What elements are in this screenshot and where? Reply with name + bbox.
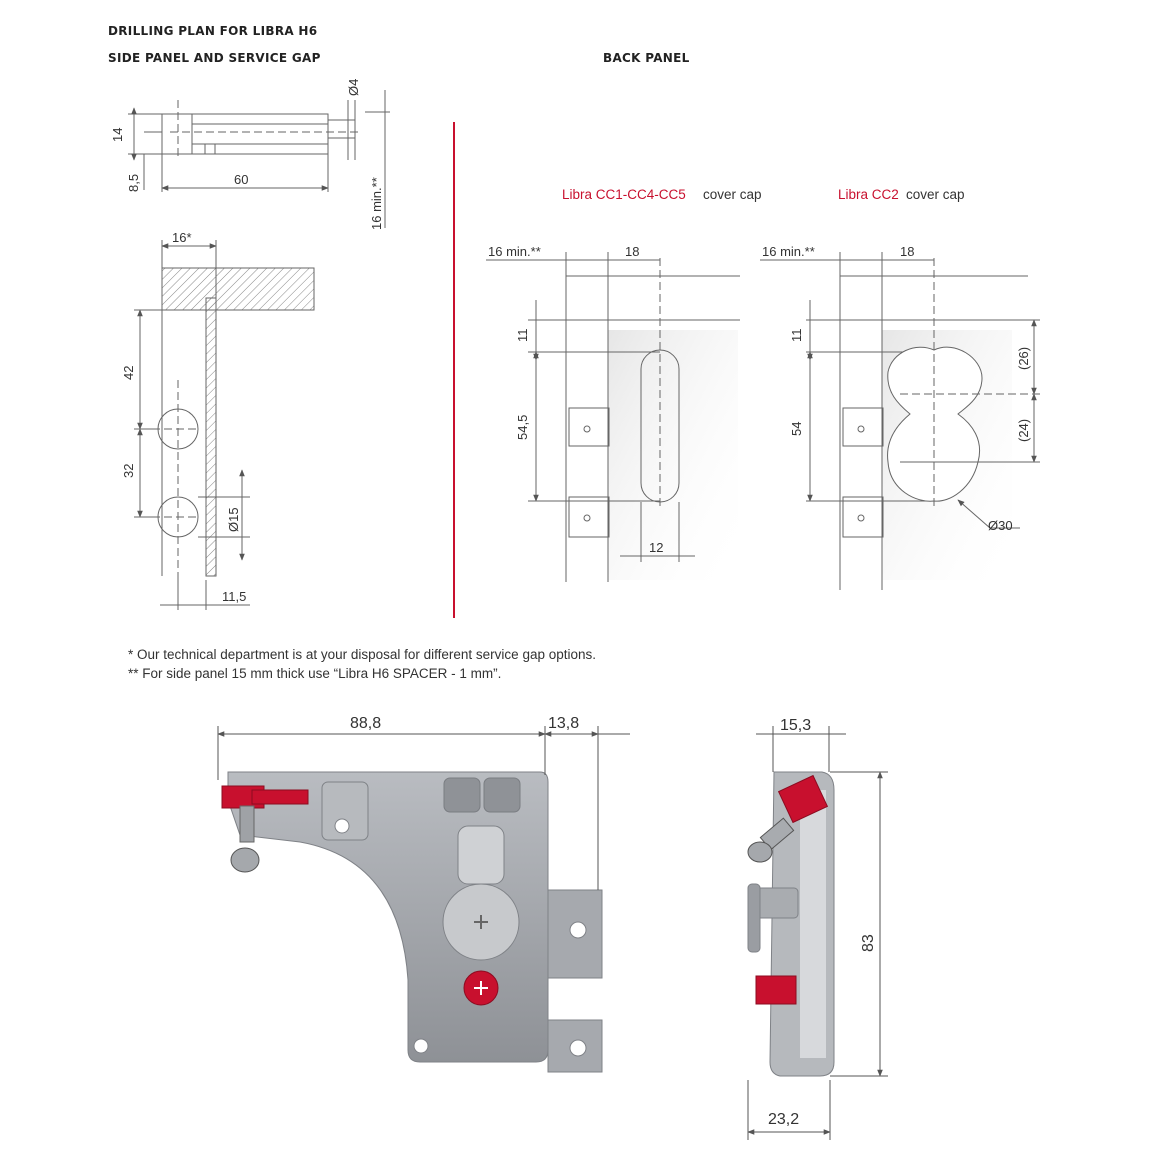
caption-cc2-red: Libra CC2 <box>838 187 899 202</box>
dim-front-13-8: 13,8 <box>548 715 579 732</box>
caption-cc2-rest: cover cap <box>906 187 965 202</box>
caption-cc1-rest: cover cap <box>703 187 762 202</box>
dim-side-11-5: 11,5 <box>222 589 246 604</box>
hinge-front-view <box>221 771 603 1073</box>
dim-top-8-5: 8,5 <box>126 174 141 192</box>
dim-sideview-83: 83 <box>860 934 877 952</box>
dim-bp2-11: 11 <box>789 329 804 343</box>
footnote-1: * Our technical department is at your di… <box>128 647 596 662</box>
dim-bp1-18: 18 <box>625 244 639 259</box>
footnote-2: ** For side panel 15 mm thick use “Libra… <box>128 666 502 681</box>
dim-side-42: 42 <box>121 366 136 380</box>
hinge-front-dims <box>217 726 630 890</box>
dim-bp1-12: 12 <box>649 540 663 555</box>
hole-section-view <box>128 90 390 228</box>
dim-bp2-24: (24) <box>1016 419 1031 442</box>
dim-bp1-11: 11 <box>515 329 530 343</box>
dim-top-14: 14 <box>110 128 125 142</box>
hinge-side-view <box>747 771 835 1077</box>
back-panel-view-cc1 <box>486 252 740 582</box>
dim-top-16min: 16 min.** <box>369 177 384 230</box>
dim-bp2-26: (26) <box>1016 347 1031 370</box>
side-panel-view <box>134 240 315 610</box>
dim-side-16: 16* <box>172 230 192 245</box>
back-panel-heading: BACK PANEL <box>603 51 690 65</box>
dim-bp2-16min: 16 min.** <box>762 244 815 259</box>
dim-bp2-18: 18 <box>900 244 914 259</box>
dim-side-d15: Ø15 <box>226 507 241 532</box>
dim-side-32: 32 <box>121 464 136 478</box>
dim-bp2-54: 54 <box>789 422 804 436</box>
dim-top-d4: Ø4 <box>346 79 361 96</box>
dim-top-60: 60 <box>234 172 248 187</box>
drawing-title: DRILLING PLAN FOR LIBRA H6 <box>108 24 318 38</box>
back-panel-view-cc2 <box>760 252 1040 590</box>
caption-cc1-red: Libra CC1-CC4-CC5 <box>562 187 686 202</box>
dim-bp1-16min: 16 min.** <box>488 244 541 259</box>
dim-bp1-54-5: 54,5 <box>515 415 530 440</box>
dim-sideview-23-2: 23,2 <box>768 1111 799 1128</box>
dim-front-88-8: 88,8 <box>350 715 381 732</box>
hinge-side-dims <box>747 726 888 1140</box>
side-panel-heading: SIDE PANEL AND SERVICE GAP <box>108 51 321 65</box>
dim-bp2-d30: Ø30 <box>988 518 1013 533</box>
dim-sideview-15-3: 15,3 <box>780 717 811 734</box>
